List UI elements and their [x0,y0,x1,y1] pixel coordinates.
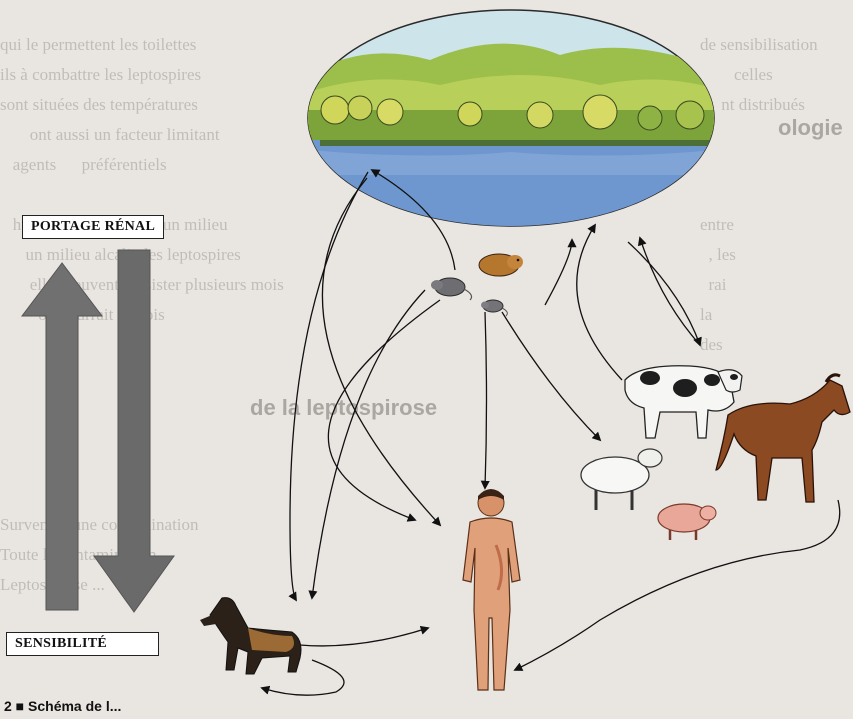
grey-arrow-up [22,263,102,610]
arrow-lake-to-dog [290,172,368,600]
arrow-horse-to-lake [640,238,700,345]
portage-renal-label: PORTAGE RÉNAL [22,215,164,239]
arrow-mouse-to-sheep [502,312,600,440]
arrow-rat-to-human [328,300,440,520]
lake-landscape [300,10,720,230]
arrow-cow-to-lake [577,225,622,380]
pig [658,504,716,540]
hamster [479,254,523,276]
dog [200,598,301,674]
human [463,489,520,690]
figure-caption: 2 ■ Schéma de l... [4,698,121,714]
arrow-dog-loop [262,660,344,695]
arrow-mouse-to-human [485,312,487,488]
rat [431,278,472,300]
sheep [581,449,662,510]
grey-arrow-down [94,250,174,612]
sensibilite-label: SENSIBILITÉ [6,632,159,656]
cow [625,366,742,438]
horse [716,375,850,502]
arrow-mouse-to-lake [545,240,572,305]
arrow-dog-to-human [300,628,428,646]
